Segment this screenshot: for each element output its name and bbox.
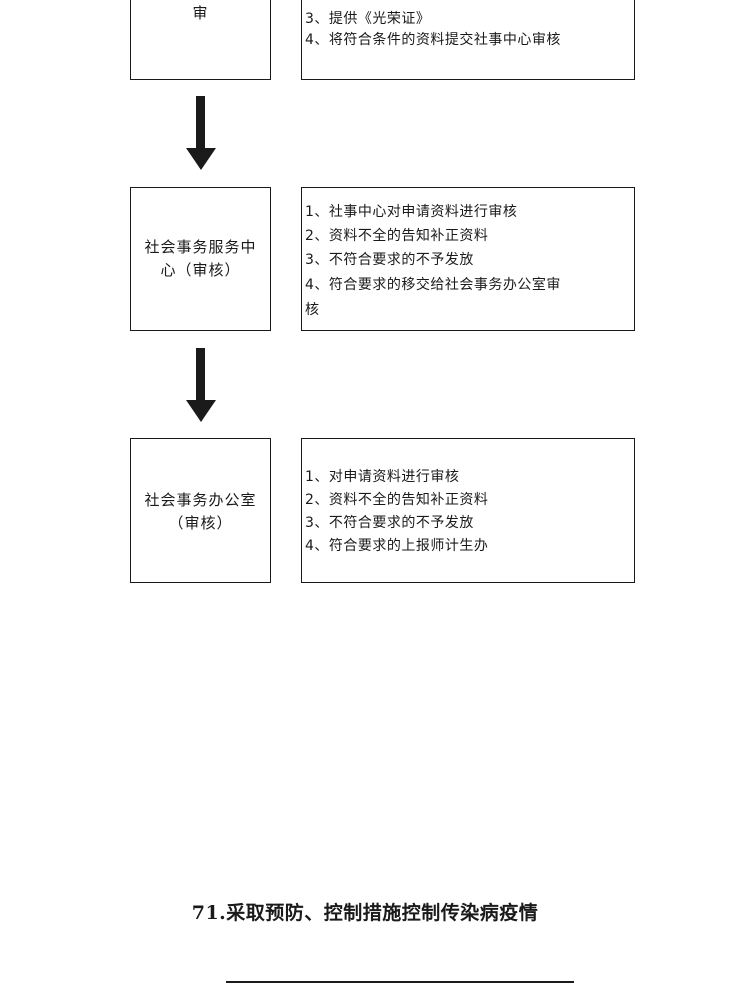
step-box-left-3: 社会事务办公室 （审核） bbox=[130, 438, 271, 583]
detail-line: 4、符合要求的上报师计生办 bbox=[305, 538, 489, 554]
detail-line: 4、符合要求的移交给社会事务办公室审 bbox=[305, 277, 561, 293]
step-detail-box-1: 3、提供《光荣证》 4、将符合条件的资料提交社事中心审核 bbox=[301, 0, 635, 80]
section-title: 71.采取预防、控制措施控制传染病疫情 bbox=[191, 902, 539, 924]
step-label: （审核） bbox=[168, 514, 233, 532]
step-box-left-1: 审 bbox=[130, 0, 271, 80]
detail-line: 2、资料不全的告知补正资料 bbox=[305, 228, 489, 244]
detail-line: 3、提供《光荣证》 bbox=[305, 11, 431, 27]
down-arrow-icon bbox=[186, 96, 216, 170]
step-label: 心（审核） bbox=[160, 261, 241, 279]
step-box-left-2: 社会事务服务中 心（审核） bbox=[130, 187, 271, 331]
detail-line: 2、资料不全的告知补正资料 bbox=[305, 492, 489, 508]
step-label: 审 bbox=[192, 4, 209, 22]
detail-line: 4、将符合条件的资料提交社事中心审核 bbox=[305, 32, 561, 48]
detail-line: 3、不符合要求的不予发放 bbox=[305, 515, 474, 531]
step-label: 社会事务服务中 bbox=[144, 238, 257, 256]
divider-line bbox=[226, 981, 574, 983]
detail-line: 3、不符合要求的不予发放 bbox=[305, 252, 474, 268]
step-label: 社会事务办公室 bbox=[144, 491, 257, 509]
step-detail-box-3: 1、对申请资料进行审核 2、资料不全的告知补正资料 3、不符合要求的不予发放 4… bbox=[301, 438, 635, 583]
down-arrow-icon bbox=[186, 348, 216, 422]
step-detail-box-2: 1、社事中心对申请资料进行审核 2、资料不全的告知补正资料 3、不符合要求的不予… bbox=[301, 187, 635, 331]
detail-line: 核 bbox=[305, 302, 320, 318]
detail-line: 1、社事中心对申请资料进行审核 bbox=[305, 204, 518, 220]
detail-line: 1、对申请资料进行审核 bbox=[305, 469, 460, 485]
